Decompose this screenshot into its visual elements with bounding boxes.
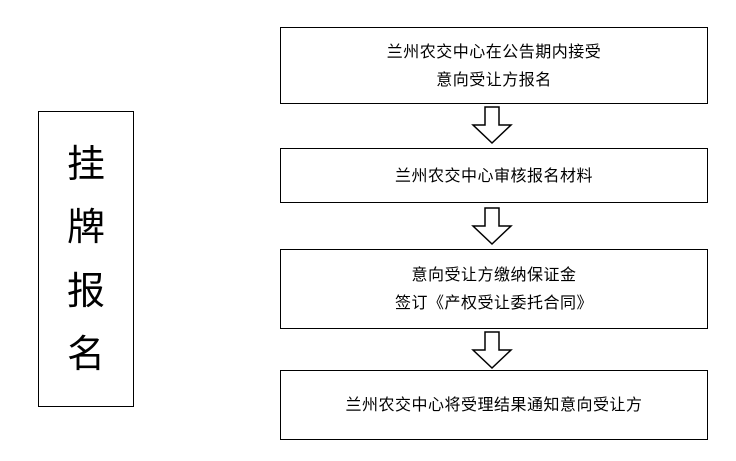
- side-label-char: 报: [66, 268, 105, 313]
- step-3-line-2: 签订《产权受让委托合同》: [394, 293, 593, 312]
- step-1-line-1: 兰州农交中心在公告期内接受: [386, 41, 602, 61]
- step-1-line-2: 意向受让方报名: [436, 69, 552, 89]
- step-3-line-1: 意向受让方缴纳保证金: [411, 265, 577, 284]
- side-label-box: 挂 牌 报 名: [38, 111, 134, 407]
- step-2-line-1: 兰州农交中心审核报名材料: [394, 165, 593, 185]
- step-2-box: 兰州农交中心审核报名材料: [280, 148, 708, 203]
- side-label-char: 挂: [66, 142, 105, 187]
- step-1-box: 兰州农交中心在公告期内接受 意向受让方报名: [280, 27, 708, 104]
- side-label-char: 牌: [66, 205, 105, 250]
- step-4-line-1: 兰州农交中心将受理结果通知意向受让方: [345, 395, 643, 414]
- step-4-box: 兰州农交中心将受理结果通知意向受让方: [280, 370, 708, 440]
- step-3-box: 意向受让方缴纳保证金 签订《产权受让委托合同》: [280, 249, 708, 329]
- down-arrow-icon: [471, 106, 513, 145]
- side-label-char: 名: [66, 331, 105, 376]
- down-arrow-icon: [471, 331, 513, 370]
- down-arrow-icon: [471, 207, 513, 246]
